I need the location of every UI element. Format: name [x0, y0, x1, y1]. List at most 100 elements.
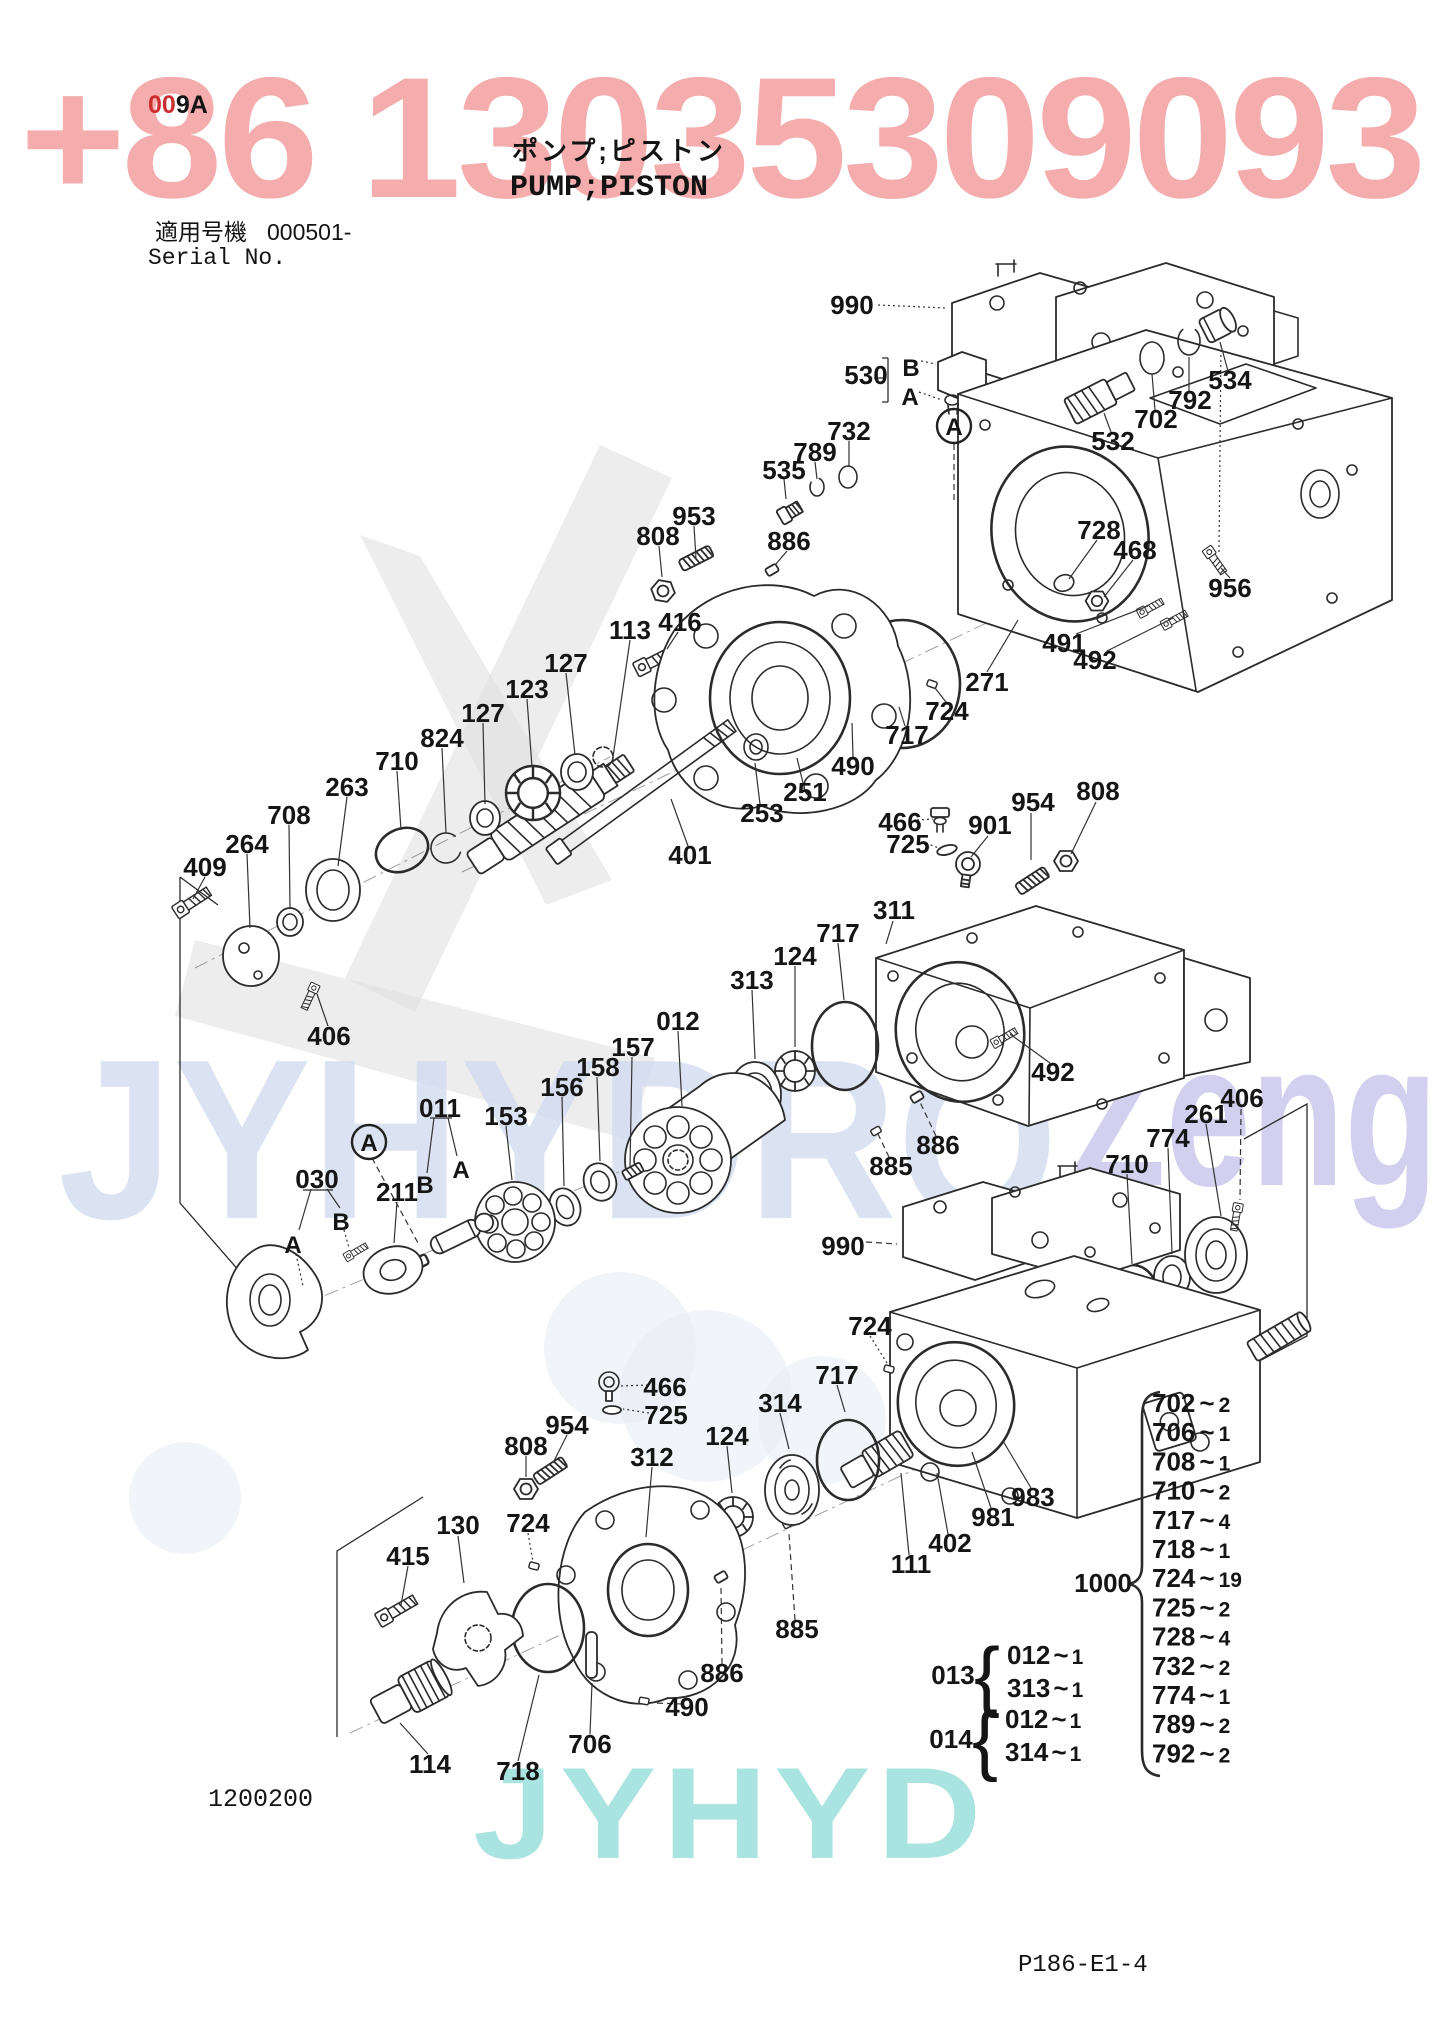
part-label-530: 530: [844, 360, 887, 390]
part-label-314: 314: [758, 1388, 802, 1418]
leader-line: [783, 478, 787, 500]
list-item-718: 718~1: [1152, 1534, 1231, 1564]
part-label-708: 708: [267, 800, 310, 830]
leader-line: [670, 798, 689, 847]
leader-line: [589, 1682, 593, 1735]
list-item-732: 732~2: [1152, 1651, 1230, 1681]
page-title-jp: ポンプ;ピストン: [512, 136, 726, 166]
footer: 1200200 P186-E1-4: [208, 1785, 1148, 1979]
diagram-artwork: [170, 259, 1393, 1778]
part-label-012: 012: [656, 1006, 699, 1036]
leader-line: [936, 1472, 949, 1535]
part-label-271: 271: [965, 667, 1008, 697]
leader-line: [426, 1117, 435, 1174]
part-label-724: 724: [925, 696, 969, 726]
part-label-111: 111: [891, 1549, 932, 1579]
part-label-728: 728: [1077, 515, 1120, 545]
part-label-725: 725: [886, 829, 929, 859]
part-label-313: 313: [730, 965, 773, 995]
figure-code: 009A: [148, 91, 208, 119]
leader-line: [337, 796, 348, 867]
leader-line: [814, 461, 818, 480]
bearing-seal-chain-left: [170, 746, 614, 1012]
part-label-A: A: [284, 1232, 301, 1259]
part-label-406: 406: [307, 1021, 350, 1051]
leader-line: [326, 1188, 341, 1209]
leader-line: [645, 1466, 653, 1538]
part-label-401: 401: [668, 840, 711, 870]
part-label-402: 402: [928, 1528, 971, 1558]
part-label-130: 130: [436, 1510, 479, 1540]
leader-line: [1205, 1123, 1222, 1217]
list-item-710: 710~2: [1152, 1476, 1230, 1506]
leader-line: [1106, 617, 1174, 652]
leader-line: [877, 304, 947, 309]
part-label-113: 113: [609, 615, 651, 645]
part-label-311: 311: [873, 895, 915, 925]
subgroup-ref-014: 014: [929, 1724, 973, 1754]
part-label-406: 406: [1220, 1083, 1263, 1113]
part-label-466: 466: [878, 807, 921, 837]
leader-line: [565, 672, 576, 756]
part-label-B: B: [416, 1172, 433, 1199]
leader-line: [393, 1201, 398, 1244]
leader-line: [1220, 567, 1231, 579]
leader-line: [658, 545, 663, 578]
part-label-491: 491: [1042, 628, 1085, 658]
leader-line: [788, 1533, 796, 1621]
subgroup-ref-013: 013: [931, 1660, 974, 1690]
part-label-B: B: [332, 1209, 349, 1236]
drawing-number: 1200200: [208, 1785, 313, 1814]
leader-line: [836, 1384, 846, 1413]
part-label-492: 492: [1073, 645, 1116, 675]
part-label-724: 724: [506, 1508, 550, 1538]
part-label-534: 534: [1208, 365, 1252, 395]
list-item-774: 774~1: [1152, 1680, 1231, 1710]
leader-line: [1103, 412, 1112, 433]
list-item-708: 708~1: [1152, 1446, 1231, 1476]
leader-line: [396, 770, 402, 831]
leader-line: [399, 1722, 429, 1755]
detail-circle: [350, 1123, 388, 1161]
part-label-710: 710: [1105, 1149, 1148, 1179]
leader-line: [970, 835, 989, 858]
leader-line: [918, 391, 943, 401]
leader-line: [869, 1335, 888, 1364]
group-ref-1000: 1000: [1074, 1568, 1132, 1598]
leader-line: [726, 1445, 733, 1494]
part-label-261: 261: [1184, 1099, 1227, 1129]
leader-line: [612, 639, 631, 758]
leader-line: [666, 631, 679, 650]
leader-line: [920, 360, 937, 365]
part-label-124: 124: [705, 1421, 749, 1451]
list-item-706: 706~1: [1152, 1417, 1231, 1447]
part-label-127: 127: [544, 648, 587, 678]
watermark-phone: +86 13035309093: [20, 42, 1422, 234]
rear-plate-group: [712, 1418, 881, 1538]
leader-line: [934, 687, 947, 703]
part-label-114: 114: [409, 1749, 451, 1779]
leader-line: [865, 1241, 898, 1245]
leader-line: [1151, 373, 1156, 411]
rotating-group: [409, 1000, 880, 1272]
leader-line: [1239, 1108, 1242, 1201]
leader-line: [561, 1096, 565, 1187]
leader-line: [1009, 1033, 1051, 1064]
part-label-725: 725: [644, 1400, 687, 1430]
part-label-263: 263: [325, 772, 368, 802]
part-label-415: 415: [386, 1541, 429, 1571]
leader-line: [482, 722, 486, 805]
part-label-717: 717: [885, 720, 928, 750]
part-label-886: 886: [700, 1658, 743, 1688]
leader-line: [900, 1472, 910, 1556]
swash-support-group: [226, 1241, 424, 1359]
leader-line: [552, 1434, 568, 1464]
leader-line: [971, 1451, 992, 1509]
leader-line: [1002, 1440, 1032, 1489]
watermark-brand-bottom: JYHYD: [473, 1740, 988, 1886]
list-item-724: 724~19: [1152, 1563, 1242, 1593]
leader-line: [246, 853, 251, 929]
subgroup-item-012: 012~1: [1005, 1704, 1082, 1734]
leader-line: [851, 722, 854, 758]
